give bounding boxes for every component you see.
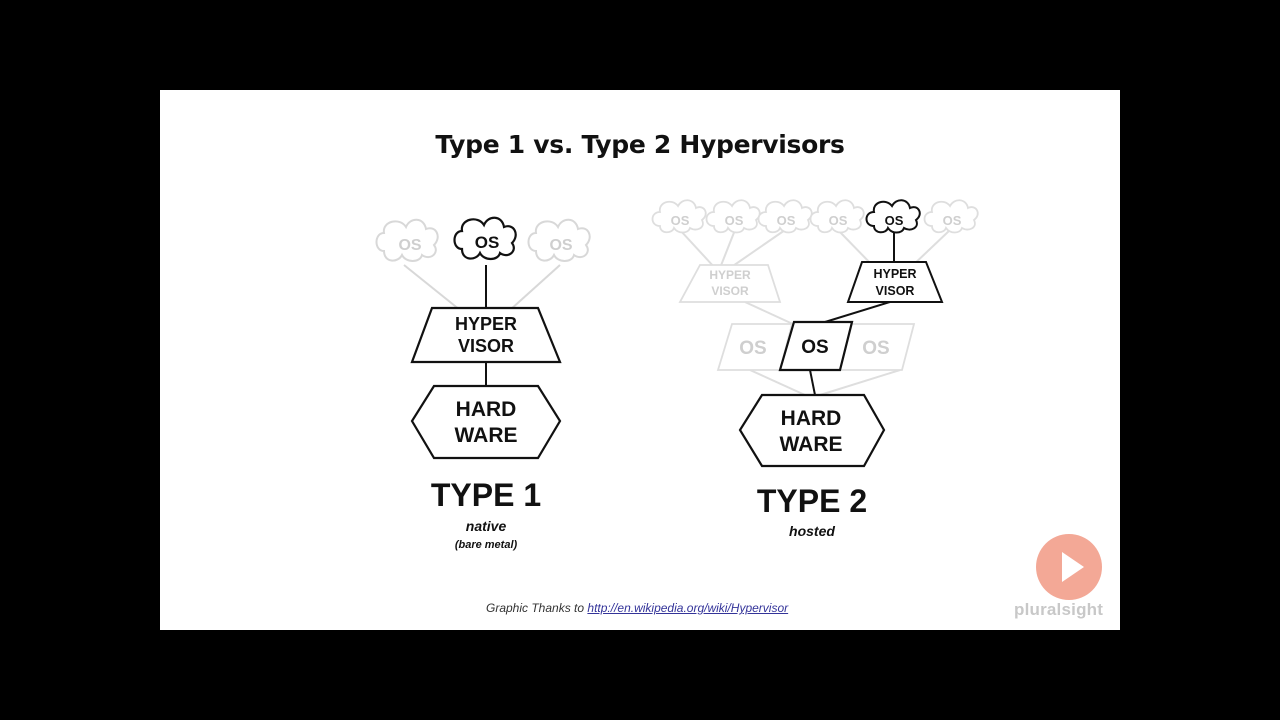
svg-text:OS: OS (725, 213, 744, 228)
type2-guest-os: OS (865, 199, 921, 234)
svg-text:VISOR: VISOR (876, 284, 915, 298)
type2-subtitle: hosted (789, 523, 835, 539)
type1-guest-os-faded-right: OS (527, 218, 591, 262)
svg-text:VISOR: VISOR (458, 336, 514, 356)
type2-hypervisor: HYPER VISOR (846, 261, 944, 303)
svg-text:OS: OS (943, 213, 962, 228)
type1-guest-os-faded-left: OS (375, 218, 439, 262)
type2-hypervisor-faded: HYPER VISOR (678, 264, 782, 303)
type1-diagram: OS OS OS HYPER VISOR HARD WARE (375, 216, 591, 551)
play-icon[interactable] (1036, 534, 1102, 600)
type1-note: (bare metal) (455, 539, 518, 551)
svg-text:OS: OS (885, 213, 904, 228)
graphic-credit: Graphic Thanks to http://en.wikipedia.or… (486, 601, 788, 615)
type2-heading: TYPE 2 (757, 483, 867, 519)
type2-guest-os-faded-5: OS (923, 199, 979, 234)
svg-text:OS: OS (475, 233, 500, 252)
svg-text:OS: OS (549, 237, 572, 254)
svg-text:WARE: WARE (780, 433, 843, 456)
type1-hypervisor: HYPER VISOR (410, 306, 562, 364)
svg-text:OS: OS (801, 337, 828, 358)
type2-guest-os-faded-1: OS (651, 199, 707, 234)
svg-text:HARD: HARD (456, 398, 517, 421)
svg-text:HARD: HARD (781, 407, 842, 430)
svg-text:HYPER: HYPER (873, 267, 916, 281)
type2-host-os-faded-right: OS (838, 323, 916, 371)
svg-text:OS: OS (398, 237, 421, 254)
brand-text: pluralsight (1014, 600, 1104, 619)
svg-text:HYPER: HYPER (455, 314, 517, 334)
type2-diagram: OS OS OS OS OS OS (651, 199, 979, 539)
type2-host-os: OS (778, 320, 854, 372)
type1-subtitle: native (466, 518, 507, 534)
type1-guest-os: OS (453, 216, 517, 261)
pluralsight-logo: pluralsight (1004, 526, 1114, 626)
type2-guest-os-faded-4: OS (809, 199, 865, 234)
svg-text:OS: OS (862, 338, 889, 359)
svg-text:OS: OS (829, 213, 848, 228)
type2-guest-os-faded-2: OS (705, 199, 761, 234)
svg-text:OS: OS (739, 338, 766, 359)
type1-heading: TYPE 1 (431, 477, 541, 513)
type2-hardware: HARD WARE (738, 393, 886, 468)
hypervisor-diagram: OS OS OS HYPER VISOR HARD WARE (375, 199, 979, 551)
svg-text:VISOR: VISOR (711, 284, 749, 298)
credit-link[interactable]: http://en.wikipedia.org/wiki/Hypervisor (587, 601, 789, 615)
svg-text:WARE: WARE (455, 424, 518, 447)
type1-hardware: HARD WARE (410, 384, 562, 460)
slide-title: Type 1 vs. Type 2 Hypervisors (435, 130, 845, 159)
svg-text:OS: OS (671, 213, 690, 228)
type2-guest-os-faded-3: OS (757, 199, 813, 234)
slide: Type 1 vs. Type 2 Hypervisors OS OS (160, 90, 1120, 630)
credit-prefix: Graphic Thanks to (486, 601, 588, 615)
svg-text:HYPER: HYPER (709, 268, 751, 282)
svg-text:OS: OS (777, 213, 796, 228)
